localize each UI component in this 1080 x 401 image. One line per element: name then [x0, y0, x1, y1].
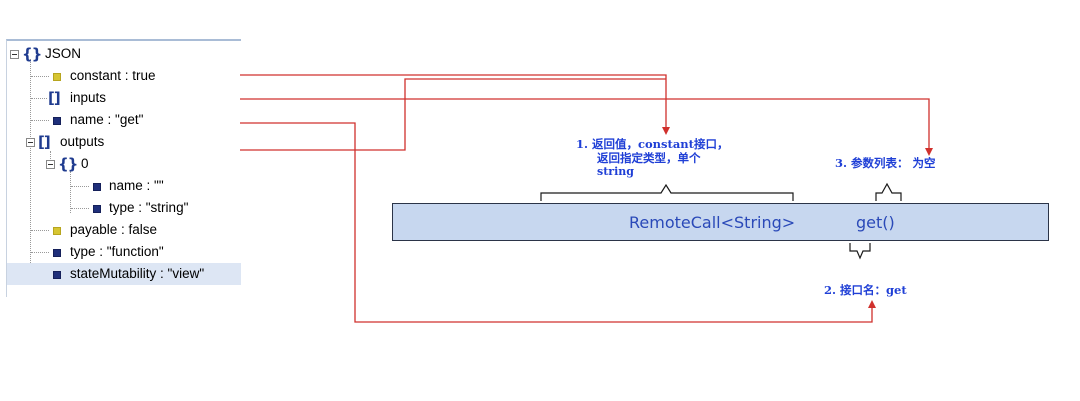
annotation-param-list: 3. 参数列表： 为空 [835, 156, 936, 170]
annotation-line: 3. 参数列表： 为空 [835, 156, 936, 170]
tree-connector [31, 120, 49, 121]
curly-brace-icon [875, 182, 902, 201]
curly-brace-icon [849, 243, 871, 260]
tree-node-outputs-0-type[interactable]: type : "string" [7, 197, 227, 219]
tree-node-label: constant : true [70, 68, 156, 83]
leaf-yellow-icon [53, 73, 61, 81]
tree-node-root[interactable]: {} JSON [7, 43, 207, 65]
return-type-text: RemoteCall<String> [629, 213, 796, 232]
tree-node-payable[interactable]: payable : false [7, 219, 227, 241]
tree-node-state-mutability[interactable]: stateMutability : "view" [7, 263, 241, 285]
tree-connector [71, 186, 89, 187]
arrow-name-to-method [240, 122, 876, 323]
arrow-outputs-to-return [240, 78, 666, 151]
leaf-yellow-icon [53, 227, 61, 235]
arrow-constant-to-return [240, 74, 670, 135]
toggle-minus-icon[interactable] [46, 160, 55, 169]
toggle-minus-icon[interactable] [10, 50, 19, 59]
curly-brace-icon [540, 183, 794, 201]
array-bracket-icon: [] [48, 89, 61, 107]
annotation-method-name: 2. 接口名：get [824, 283, 907, 297]
tree-node-label: stateMutability : "view" [70, 266, 205, 281]
tree-node-outputs-0[interactable]: {} 0 [7, 153, 207, 175]
tree-connector [31, 252, 49, 253]
tree-node-label: payable : false [70, 222, 158, 237]
tree-node-label: type : "function" [70, 244, 164, 259]
tree-node-label: outputs [60, 134, 105, 149]
tree-node-label: inputs [70, 90, 107, 105]
tree-node-inputs[interactable]: [] inputs [7, 87, 207, 109]
leaf-blue-icon [53, 249, 61, 257]
tree-connector [31, 76, 49, 77]
annotation-line: string [597, 165, 634, 178]
tree-connector [31, 230, 49, 231]
leaf-blue-icon [93, 205, 101, 213]
tree-node-outputs[interactable]: [] outputs [7, 131, 207, 153]
object-brace-icon: {} [58, 155, 78, 173]
tree-node-outputs-0-name[interactable]: name : "" [7, 175, 227, 197]
toggle-minus-icon[interactable] [26, 138, 35, 147]
json-tree-panel: {} JSON constant : true [] inputs name :… [6, 39, 241, 297]
annotation-line: 1. 返回值，constant接口， [576, 137, 729, 151]
annotation-line: 返回指定类型，单个 [597, 151, 701, 165]
arrow-inputs-to-params [240, 98, 933, 156]
tree-node-label: JSON [45, 46, 82, 61]
object-brace-icon: {} [22, 45, 42, 63]
method-signature-box: RemoteCall<String> get() [392, 203, 1049, 241]
leaf-blue-icon [93, 183, 101, 191]
tree-connector [70, 171, 71, 213]
leaf-blue-icon [53, 271, 61, 279]
array-bracket-icon: [] [38, 133, 51, 151]
tree-node-type[interactable]: type : "function" [7, 241, 227, 263]
method-name-text: get() [856, 213, 895, 232]
annotation-line: 2. 接口名：get [824, 283, 907, 297]
tree-node-label: name : "" [109, 178, 164, 193]
tree-connector [30, 59, 31, 279]
tree-node-name[interactable]: name : "get" [7, 109, 207, 131]
leaf-blue-icon [53, 117, 61, 125]
tree-node-label: name : "get" [70, 112, 144, 127]
annotation-return-value: 1. 返回值，constant接口， 返回指定类型，单个 string [576, 137, 728, 179]
tree-connector [71, 208, 89, 209]
tree-connector [31, 98, 47, 99]
tree-node-constant[interactable]: constant : true [7, 65, 207, 87]
tree-node-label: type : "string" [109, 200, 189, 215]
tree-node-label: 0 [81, 156, 89, 171]
